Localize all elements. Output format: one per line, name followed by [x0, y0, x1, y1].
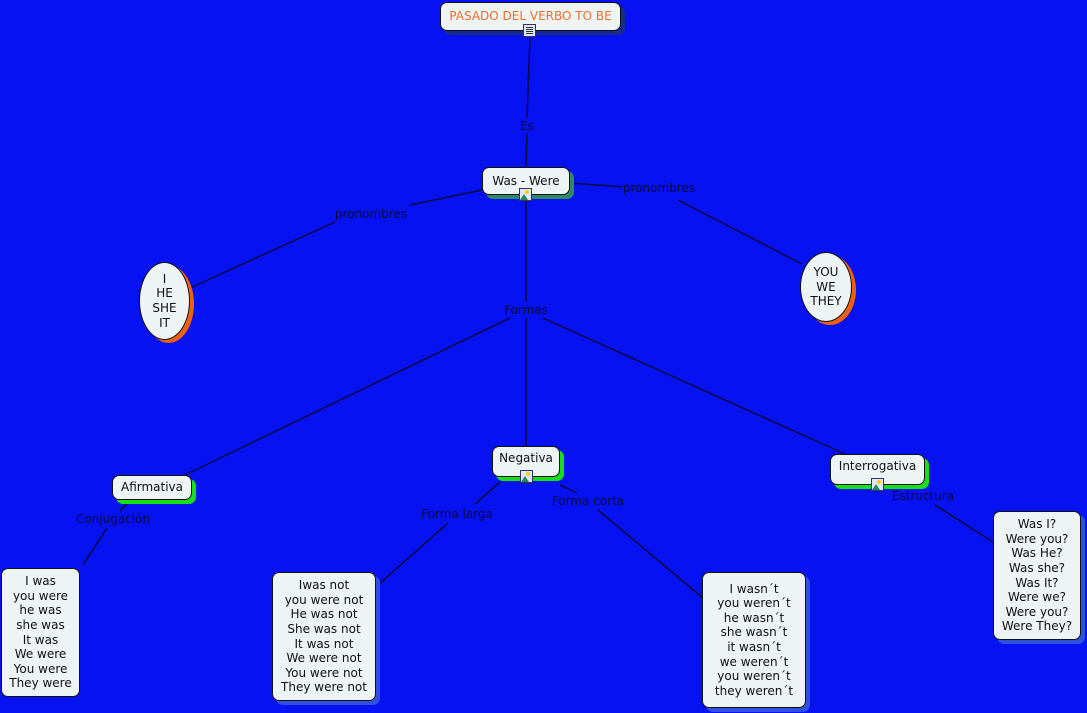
list-line: she wasn´t: [720, 625, 788, 640]
list-line: They were: [9, 676, 72, 691]
list-line: She was not: [287, 621, 361, 636]
afirmativa-text: Afirmativa: [120, 480, 184, 495]
title-text: PASADO DEL VERBO TO BE: [449, 9, 612, 24]
list-line: We were: [14, 647, 67, 662]
pronouns-plural-node[interactable]: YOU WE THEY: [800, 252, 852, 322]
list-line: you were: [12, 588, 69, 603]
list-line: she was: [16, 617, 65, 632]
image-icon[interactable]: [520, 470, 533, 483]
list-line: you weren´t: [717, 669, 791, 684]
link-label-formas[interactable]: Formas: [503, 303, 549, 317]
pronoun: HE: [156, 286, 173, 301]
list-line: Were you?: [1005, 531, 1069, 546]
list-line: Was I?: [1017, 517, 1057, 532]
link-label-pronombres-left[interactable]: pronombres: [333, 207, 409, 221]
list-line: Iwas not: [298, 578, 350, 593]
link-label-es[interactable]: Es: [519, 119, 535, 133]
link-label-pronombres-right[interactable]: pronombres: [621, 181, 697, 195]
list-line: it wasn´t: [727, 640, 781, 654]
list-line: You were: [13, 661, 68, 676]
pronoun: YOU: [813, 265, 839, 280]
list-line: Was she?: [1008, 560, 1066, 575]
list-line: Were we?: [1008, 590, 1066, 605]
list-line: he was: [19, 603, 62, 618]
list-line: They were not: [281, 680, 367, 695]
list-line: You were not: [285, 665, 363, 680]
list-line: you were not: [284, 592, 364, 607]
pronoun: WE: [816, 279, 836, 294]
pronoun: THEY: [810, 294, 842, 309]
list-line: It was: [22, 632, 59, 647]
list-line: It was not: [294, 636, 354, 651]
image-icon[interactable]: [519, 188, 532, 201]
list-line: he wasn´t: [723, 610, 785, 625]
list-line: He was not: [290, 607, 358, 622]
list-line: Was It?: [1015, 575, 1059, 590]
link-label-forma-larga[interactable]: Forma larga: [420, 507, 494, 521]
interrogativa-text: Interrogativa: [838, 459, 917, 473]
afirmativa-node[interactable]: Afirmativa: [112, 475, 192, 500]
list-line: they weren´t: [714, 683, 794, 698]
link-label-conjugacion[interactable]: Conjugación: [74, 512, 152, 526]
list-line: Were you?: [1005, 604, 1069, 619]
list-line: you weren´t: [717, 596, 791, 611]
link-label-estructura[interactable]: Estructura: [890, 489, 956, 503]
was-were-text: Was - Were: [492, 173, 560, 188]
list-line: we weren´t: [719, 654, 789, 669]
pronoun: I: [162, 271, 167, 286]
image-icon[interactable]: [871, 478, 884, 491]
negativa-text: Negativa: [499, 451, 553, 465]
interrogativa-list-node[interactable]: Was I?Were you?Was He?Was she?Was It?Wer…: [993, 511, 1081, 640]
document-icon[interactable]: [523, 24, 536, 37]
list-line: We were not: [286, 651, 362, 666]
pronoun: IT: [159, 315, 170, 330]
pronouns-singular-node[interactable]: I HE SHE IT: [139, 262, 190, 340]
list-line: I was: [25, 574, 56, 589]
list-line: Were They?: [1001, 619, 1073, 634]
link-label-forma-corta[interactable]: Forma corta: [550, 494, 626, 508]
title-node[interactable]: PASADO DEL VERBO TO BE: [440, 2, 621, 31]
list-line: Was He?: [1011, 546, 1063, 561]
pronoun: SHE: [152, 301, 177, 315]
list-line: I wasn´t: [729, 581, 779, 596]
